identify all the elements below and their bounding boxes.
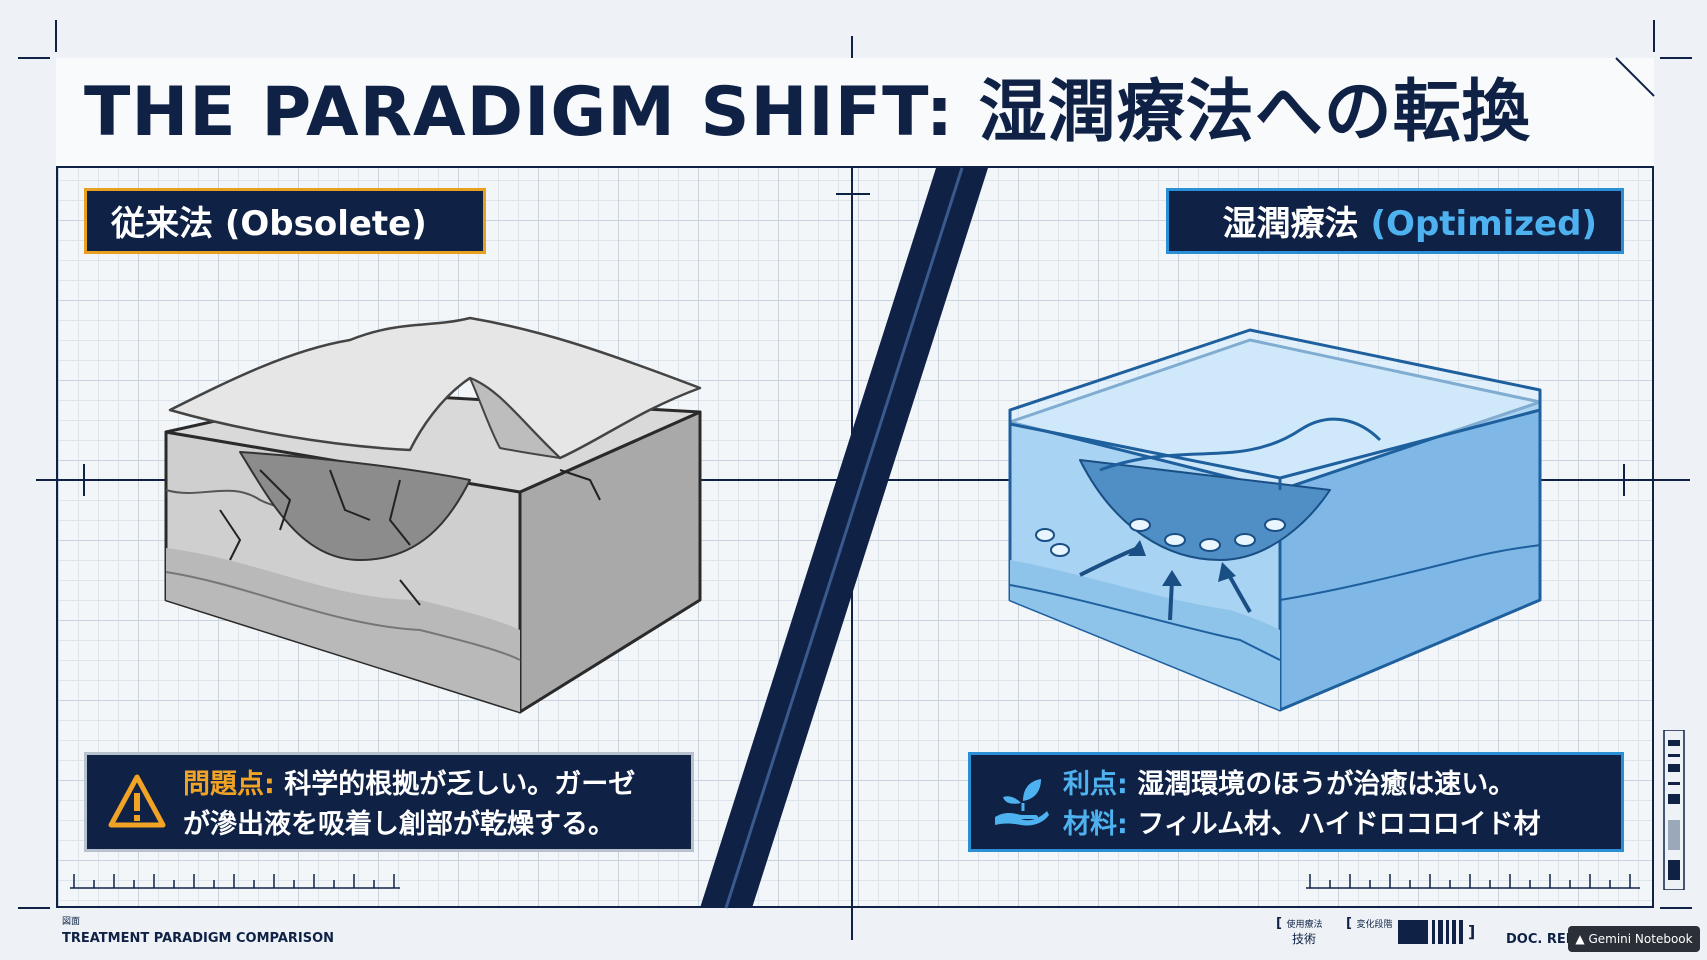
footer-bracket: ] — [1468, 922, 1476, 941]
problem-text-1: 科学的根拠が乏しい。ガーゼ — [284, 769, 636, 800]
header-band — [56, 58, 1654, 168]
moist-skin-illustration — [1008, 328, 1542, 712]
benefit-line: 利点: 湿潤環境のほうが治癒は速い。 — [1063, 765, 1609, 805]
problem-keyword: 問題点: — [183, 769, 275, 800]
frame-corner-marks — [18, 20, 1692, 909]
material-text: フィルム材、ハイドロコロイド材 — [1137, 809, 1541, 840]
footer-field1-value: 技術 — [1292, 932, 1317, 946]
material-keyword: 材料: — [1063, 809, 1128, 840]
barcode-icon — [1398, 920, 1463, 944]
notebook-icon: ▲ — [1575, 932, 1585, 946]
material-line: 材料: フィルム材、ハイドロコロイド材 — [1063, 805, 1609, 845]
diagonal-divider — [700, 167, 988, 909]
page-title: THE PARADIGM SHIFT: 湿潤療法への転換 — [84, 73, 1531, 152]
problem-line-1: 問題点: 科学的根拠が乏しい。ガーゼ — [183, 765, 679, 805]
problem-line-2: が滲出液を吸着し創部が乾燥する。 — [183, 809, 615, 840]
footer-field2: [ 変化段階 — [1346, 916, 1393, 931]
footer-field1-label: 使用療法 — [1286, 920, 1323, 930]
footer-caption: TREATMENT PARADIGM COMPARISON — [62, 931, 335, 946]
plant-hand-icon — [995, 779, 1049, 826]
footer-doc-ref: DOC. REF: — [1506, 932, 1580, 947]
benefit-info-box: 利点: 湿潤環境のほうが治癒は速い。 材料: フィルム材、ハイドロコロイド材 — [968, 752, 1624, 852]
benefit-keyword: 利点: — [1063, 769, 1128, 800]
side-ruler-icon — [1663, 730, 1685, 890]
notebook-badge-label: Gemini Notebook — [1588, 932, 1693, 946]
ruler-left — [70, 874, 400, 889]
ruler-right — [1306, 874, 1640, 889]
gemini-notebook-badge[interactable]: ▲ Gemini Notebook — [1568, 926, 1700, 952]
warning-triangle-icon — [108, 774, 166, 828]
dry-skin-illustration — [164, 316, 702, 714]
footer-field1: [ 使用療法 — [1276, 916, 1323, 931]
problem-info-box: 問題点: 科学的根拠が乏しい。ガーゼ が滲出液を吸着し創部が乾燥する。 — [84, 752, 694, 852]
label-moist-therapy-accent: (Optimized) — [1370, 204, 1598, 244]
label-conventional-method: 従来法 (Obsolete) — [84, 188, 486, 254]
benefit-text: 湿潤環境のほうが治癒は速い。 — [1137, 769, 1516, 800]
footer-small-label: 図面 — [62, 917, 81, 927]
label-moist-therapy: 湿潤療法 (Optimized) — [1166, 188, 1624, 254]
footer-field2-label: 変化段階 — [1356, 920, 1393, 930]
label-moist-therapy-main: 湿潤療法 — [1222, 204, 1359, 244]
